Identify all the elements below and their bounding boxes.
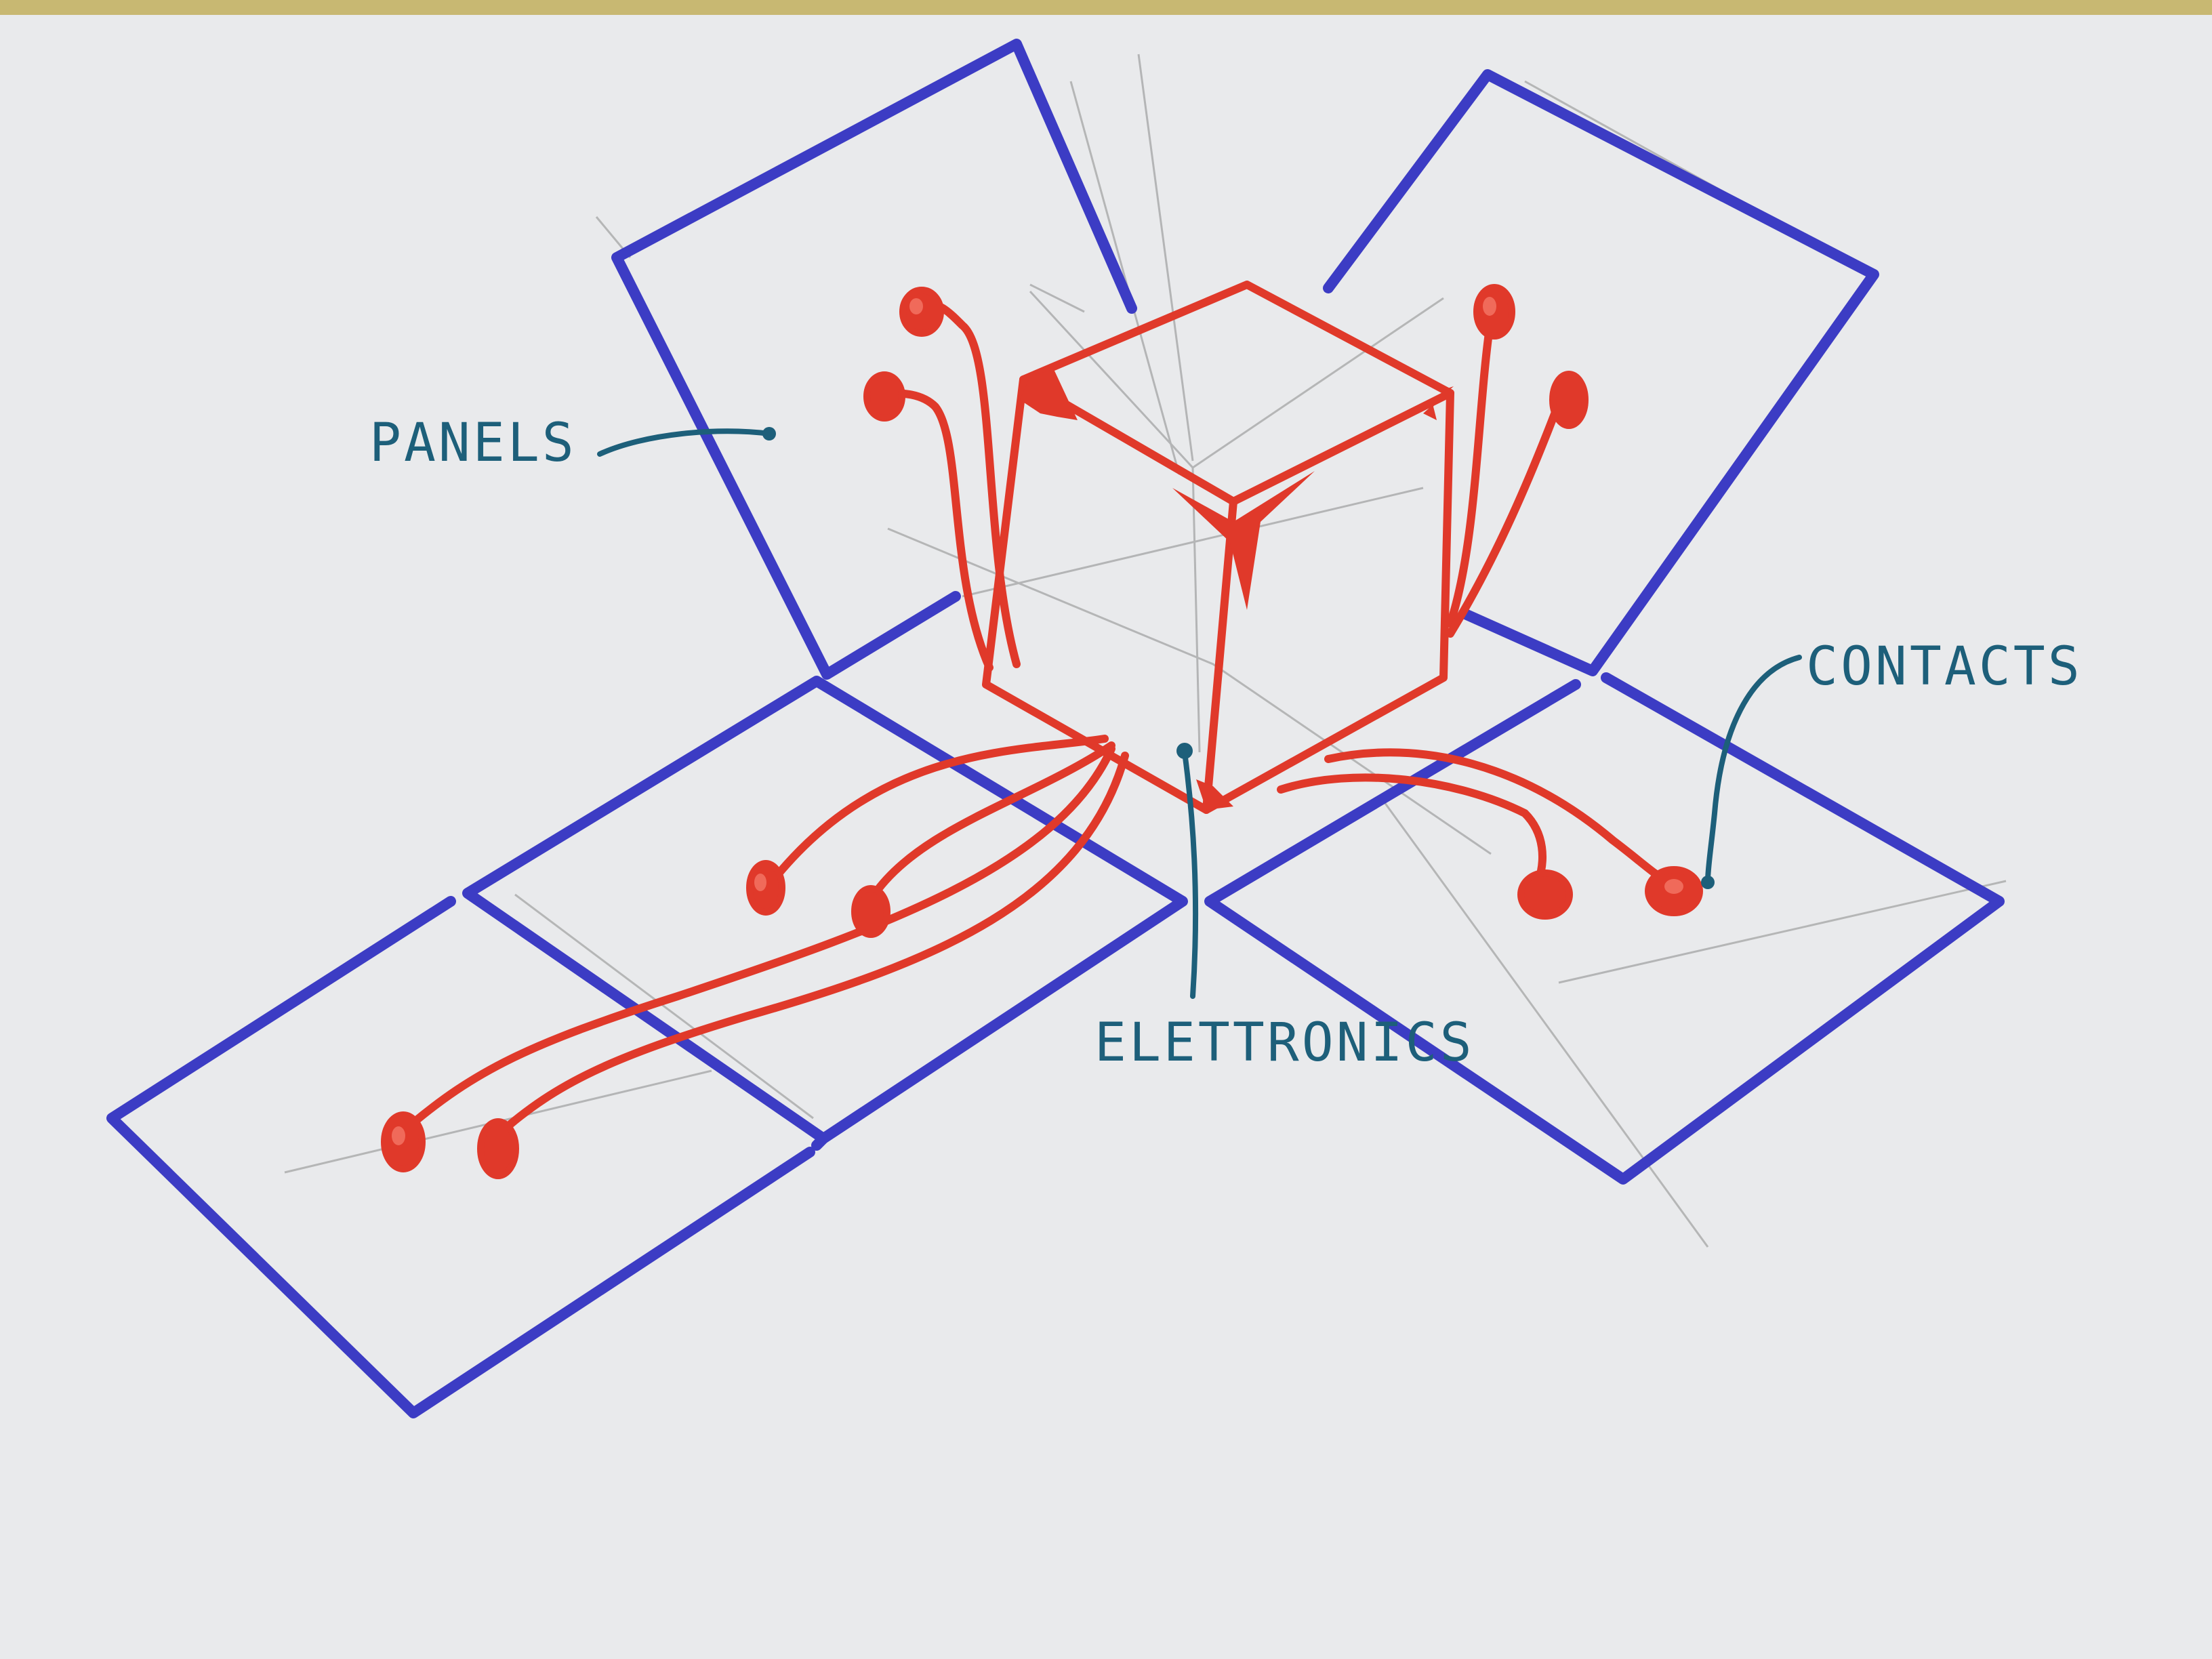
electronics-node-icon <box>1020 369 1078 420</box>
contact-pad-icon <box>1664 879 1683 894</box>
wire-back-right-2 <box>1446 399 1563 638</box>
panel-seam-left <box>811 1133 829 1151</box>
electronics-leader-dot <box>1176 743 1193 759</box>
wire-front-right-2 <box>1324 748 1671 885</box>
contact-pad-icon <box>1517 869 1573 920</box>
contact-pad-icon <box>909 298 923 314</box>
annotation-dots <box>762 427 1715 889</box>
wire-outer-left-2 <box>497 752 1129 1136</box>
panels-leader-dot <box>762 427 776 441</box>
electronics-node-icon <box>1196 779 1233 810</box>
contacts-leader-dot <box>1701 876 1715 889</box>
wire-front-left-1 <box>769 735 1109 885</box>
paper-top-edge <box>0 0 2212 15</box>
annotation-leaders <box>597 428 1802 999</box>
panel-front-right <box>1204 672 2005 1185</box>
contact-pad-highlights <box>392 297 1683 1145</box>
electronics-cube-left <box>982 375 1237 814</box>
wire-back-left-1 <box>921 298 1021 668</box>
wire-front-left-2 <box>870 741 1115 899</box>
electronics-leader-line <box>1182 750 1199 999</box>
electronics-nodes <box>1020 369 1454 810</box>
contact-pad-icon <box>392 1126 405 1145</box>
wire-front-right-1 <box>1277 773 1547 885</box>
panels-outlines <box>106 39 2005 1418</box>
contact-pad-icon <box>477 1118 519 1179</box>
contact-pad-icon <box>1483 297 1496 316</box>
contacts-leader-line <box>1705 655 1802 884</box>
contact-pad-icon <box>1549 371 1589 429</box>
panel-outer-left <box>106 896 815 1418</box>
panel-back-left <box>611 39 1137 680</box>
contact-pad-icon <box>899 287 944 337</box>
electronics-cube-right <box>1202 389 1454 814</box>
contact-pad-icon <box>754 874 766 891</box>
electronics-node-icon <box>1172 471 1315 610</box>
panels-leader-line <box>597 428 772 457</box>
contacts-label: CONTACTS <box>1806 636 2083 697</box>
wire-outer-left-1 <box>403 745 1115 1132</box>
wire-back-right-1 <box>1446 314 1495 628</box>
electronics-node-icon <box>1423 386 1454 420</box>
panel-back-right <box>1323 69 1879 676</box>
wire-back-left-2 <box>884 389 994 672</box>
panels-label: PANELS <box>369 413 577 474</box>
electronics-wiring <box>403 281 1671 1136</box>
contact-pad-icon <box>851 885 890 938</box>
electronics-label: ELETTRONICS <box>1094 1012 1475 1073</box>
contact-pad-icon <box>863 371 905 422</box>
contact-pad-icon <box>746 860 785 916</box>
